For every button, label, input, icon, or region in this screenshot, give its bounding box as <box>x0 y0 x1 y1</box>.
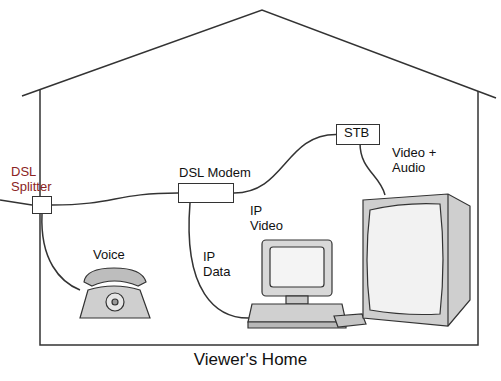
cable <box>52 193 178 205</box>
data-label: IP Data <box>203 250 239 280</box>
television <box>363 194 470 326</box>
telephone <box>80 268 150 318</box>
node-label: DSL Modem <box>179 166 251 181</box>
voice-label: Voice <box>93 248 143 263</box>
av-label: Video + Audio <box>392 146 452 176</box>
dsl-modem: DSL Modem <box>178 183 234 203</box>
edge-label: IP Video <box>250 204 290 234</box>
incoming-line <box>0 200 32 205</box>
node-label: STB <box>337 125 379 142</box>
node-label: DSL Splitter <box>11 165 63 195</box>
cable <box>234 135 336 194</box>
node-label: Viewer's Home <box>0 350 501 370</box>
av-wire <box>360 143 385 195</box>
set-top-box: STB <box>336 124 380 145</box>
roof <box>22 10 496 98</box>
computer <box>248 240 366 328</box>
dsl-splitter: DSL Splitter <box>32 196 52 214</box>
voice-wire <box>42 214 80 290</box>
data-wire <box>189 203 252 318</box>
walls <box>40 90 478 345</box>
